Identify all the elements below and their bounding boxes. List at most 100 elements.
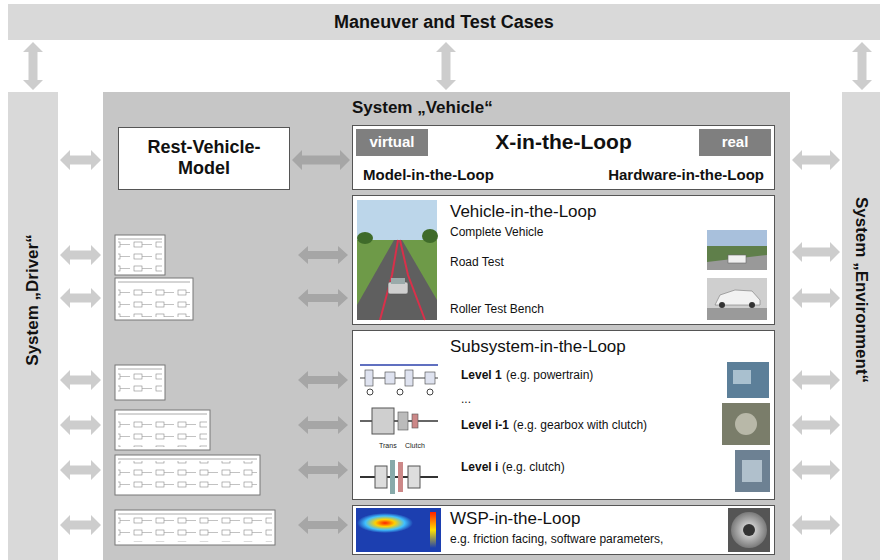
powertrain-schematic bbox=[405, 370, 413, 386]
box-title: virtual bbox=[369, 133, 414, 150]
double-arrow bbox=[792, 515, 840, 535]
box-title: X-in-the-Loop bbox=[495, 130, 631, 154]
driving-simulation bbox=[388, 282, 408, 294]
roller-bench-photo bbox=[719, 302, 725, 308]
box-text: e.g. friction facing, software parameter… bbox=[450, 533, 663, 547]
box-text: Level 1 bbox=[461, 369, 502, 383]
friction-disc-photo bbox=[728, 508, 770, 552]
test-rig-photos bbox=[735, 450, 770, 492]
model-thumbnails bbox=[115, 235, 275, 545]
double-arrow bbox=[792, 288, 840, 308]
powertrain-schematic bbox=[425, 372, 435, 384]
roller-bench-photo bbox=[707, 278, 767, 320]
roller-bench-photo bbox=[707, 308, 767, 320]
double-arrow bbox=[60, 460, 101, 480]
box-text: Level i bbox=[461, 461, 498, 475]
gearbox-schematic bbox=[398, 412, 408, 430]
powertrain-schematic bbox=[427, 389, 433, 395]
driving-simulation bbox=[357, 240, 437, 320]
double-arrow bbox=[23, 42, 43, 90]
model-thumbnails bbox=[118, 461, 257, 492]
clutch-schematic bbox=[390, 460, 395, 494]
model-thumbnails bbox=[115, 235, 165, 275]
friction-disc-photo bbox=[731, 512, 767, 548]
model-thumbnails bbox=[115, 410, 210, 450]
double-arrow bbox=[60, 288, 101, 308]
double-arrow bbox=[792, 242, 840, 262]
clutch-schematic bbox=[375, 466, 387, 488]
box-title: Rest-Vehicle- Model bbox=[119, 137, 289, 178]
box-title: Maneuver and Test Cases bbox=[334, 12, 554, 33]
friction-disc-photo bbox=[728, 508, 770, 552]
part-label: Trans bbox=[378, 442, 398, 450]
gearbox-schematic bbox=[360, 408, 438, 434]
powertrain-schematic bbox=[360, 365, 438, 395]
box-title: System „Vehicle“ bbox=[352, 98, 493, 118]
box-title: System „Driver“ bbox=[23, 234, 43, 365]
tag-box: virtual bbox=[356, 129, 428, 156]
clutch-schematic bbox=[360, 460, 438, 494]
model-thumbnails bbox=[118, 239, 162, 240]
heat-map bbox=[356, 508, 441, 552]
model-thumbnails bbox=[118, 414, 207, 415]
box-title: Vehicle-in-the-Loop bbox=[450, 202, 596, 222]
thumbnail-arrows bbox=[298, 516, 348, 534]
road-test-photo bbox=[707, 230, 767, 248]
driving-simulation bbox=[357, 232, 373, 244]
powertrain-schematic bbox=[385, 372, 395, 384]
tag-box: real bbox=[699, 129, 771, 156]
clutch-schematic bbox=[408, 466, 420, 488]
model-thumbnails bbox=[115, 510, 275, 545]
box-text: Model-in-the-Loop bbox=[363, 166, 494, 183]
thumbnail-arrows bbox=[298, 461, 348, 479]
powertrain-schematic bbox=[360, 378, 438, 379]
driving-simulation bbox=[357, 200, 438, 320]
level-box: Subsystem-in-the-LoopLevel 1(e.g. powert… bbox=[352, 330, 775, 500]
test-rig-photos bbox=[742, 460, 762, 482]
gearbox-schematic bbox=[360, 420, 438, 422]
model-thumbnails bbox=[118, 284, 190, 317]
model-thumbnails bbox=[118, 514, 272, 515]
test-rig-photos bbox=[735, 413, 757, 435]
side-band: System „Environment“ bbox=[842, 92, 880, 560]
box-text: Level i-1 bbox=[461, 419, 509, 433]
heat-map bbox=[356, 508, 441, 552]
driving-simulation bbox=[357, 200, 437, 240]
powertrain-schematic bbox=[397, 389, 403, 395]
thumbnail-arrows bbox=[298, 289, 348, 307]
road-test-photo bbox=[707, 230, 767, 270]
powertrain-schematic bbox=[365, 370, 373, 386]
band: Maneuver and Test Cases bbox=[8, 4, 880, 40]
driving-simulation bbox=[422, 229, 438, 243]
part-label: Clutch bbox=[404, 442, 426, 450]
level-box: Vehicle-in-the-LoopComplete VehicleRoad … bbox=[352, 195, 775, 325]
box-text: ... bbox=[461, 393, 471, 407]
thumbnail-arrows bbox=[298, 371, 348, 389]
model-box: Rest-Vehicle- Model bbox=[118, 127, 290, 190]
double-arrow bbox=[792, 150, 840, 170]
test-rig-photos bbox=[727, 362, 769, 398]
model-thumbnails bbox=[115, 455, 260, 495]
double-arrow bbox=[292, 150, 350, 170]
box-title: WSP-in-the-Loop bbox=[450, 509, 580, 529]
double-arrow bbox=[436, 42, 456, 90]
model-thumbnails bbox=[115, 365, 165, 400]
model-thumbnails bbox=[118, 369, 162, 370]
road-test-photo bbox=[707, 246, 767, 270]
model-thumbnails bbox=[118, 241, 162, 272]
level-box: WSP-in-the-Loop e.g. friction facing, sof… bbox=[352, 505, 775, 555]
driving-simulation bbox=[400, 240, 425, 320]
friction-disc-photo bbox=[743, 524, 755, 536]
road-test-photo bbox=[728, 255, 746, 263]
heat-map bbox=[357, 513, 413, 533]
powertrain-schematic bbox=[367, 389, 373, 395]
roller-bench-photo bbox=[749, 302, 755, 308]
box-title: System „Environment“ bbox=[851, 197, 871, 383]
box-text: Hardware-in-the-Loop bbox=[608, 166, 764, 183]
test-rig-photos bbox=[722, 362, 770, 492]
roller-bench-photo bbox=[707, 278, 767, 320]
roller-bench-photo bbox=[715, 290, 760, 305]
thumbnail-arrows bbox=[298, 246, 348, 534]
